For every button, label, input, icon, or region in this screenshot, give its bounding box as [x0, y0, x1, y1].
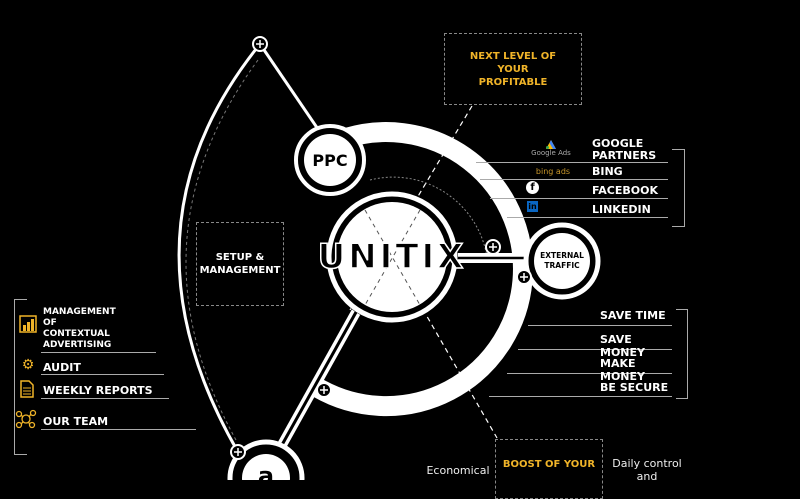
partner-row[interactable]: in LINKEDIN: [507, 199, 668, 218]
benefit-row: MAKE MONEY: [507, 354, 672, 383]
diagram-shape: [320, 386, 328, 394]
partner-label: GOOGLE PARTNERS: [592, 137, 657, 162]
amazon-logo-icon: a: [258, 462, 274, 480]
diagram-shape: [520, 273, 528, 281]
network-icon: [15, 408, 37, 430]
partner-label: LINKEDIN: [592, 203, 651, 216]
left-arc: [177, 43, 262, 453]
diagram-shape: [337, 202, 447, 312]
diagram-shape: [364, 209, 421, 306]
benefit-row: SAVE TIME: [528, 305, 672, 326]
gears-icon: ⚙: [21, 357, 35, 373]
external-traffic-label: TRAFFIC: [544, 261, 580, 270]
diagram-shape: [489, 243, 497, 251]
diagram-shape: [326, 191, 458, 323]
partner-row[interactable]: bing ads BING: [480, 163, 668, 180]
document-icon: [19, 379, 35, 399]
next-level-box: NEXT LEVEL OF YOUR PROFITABLE: [444, 33, 582, 105]
diagram-shape: [304, 134, 356, 186]
diagram-shape: [369, 176, 488, 258]
boost-box: BOOST OF YOUR: [495, 439, 603, 499]
benefit-row: BE SECURE: [489, 378, 672, 397]
diagram-graphics: UNITIX PPC EXTERNAL TRAFFIC a: [177, 36, 601, 480]
diagram-shape: [234, 40, 528, 456]
hub-title: UNITIX: [318, 237, 467, 277]
diagram-shape: [256, 40, 264, 48]
setup-box: SETUP & MANAGEMENT: [196, 222, 284, 306]
services-bracket: [14, 299, 27, 455]
ppc-node-label: PPC: [312, 151, 347, 170]
linkedin-icon: in: [527, 201, 538, 212]
google-ads-icon: Google Ads: [526, 134, 576, 162]
diagram-shape: [266, 304, 362, 471]
diagram-shape: [364, 209, 421, 306]
facebook-icon: f: [526, 181, 539, 194]
partner-row[interactable]: f FACEBOOK: [490, 180, 668, 199]
service-row[interactable]: ⚙ AUDIT: [22, 357, 164, 375]
partner-row[interactable]: Google Ads GOOGLE PARTNERS: [476, 136, 668, 163]
caption-right: Daily control and: [612, 457, 682, 483]
benefit-row: SAVE MONEY: [518, 330, 672, 359]
bing-icon: bing ads: [535, 166, 571, 176]
diagram-shape: [242, 454, 290, 480]
diagram-shape: [234, 448, 242, 456]
service-row[interactable]: WEEKLY REPORTS: [20, 380, 169, 399]
service-row[interactable]: MANAGEMENT OF CONTEXTUAL ADVERTISING: [19, 307, 156, 353]
bar-chart-icon: [19, 315, 37, 333]
partners-bracket: [672, 149, 685, 227]
service-row[interactable]: OUR TEAM: [15, 409, 196, 430]
caption-left: Economical: [426, 464, 490, 477]
partner-label: BING: [592, 165, 623, 178]
diagram-shape: [258, 43, 324, 136]
partner-label: FACEBOOK: [592, 184, 658, 197]
benefits-bracket: [676, 309, 688, 399]
diagram-shape: [534, 233, 590, 289]
plus-buttons: [230, 36, 532, 460]
external-traffic-label: EXTERNAL: [540, 251, 584, 260]
